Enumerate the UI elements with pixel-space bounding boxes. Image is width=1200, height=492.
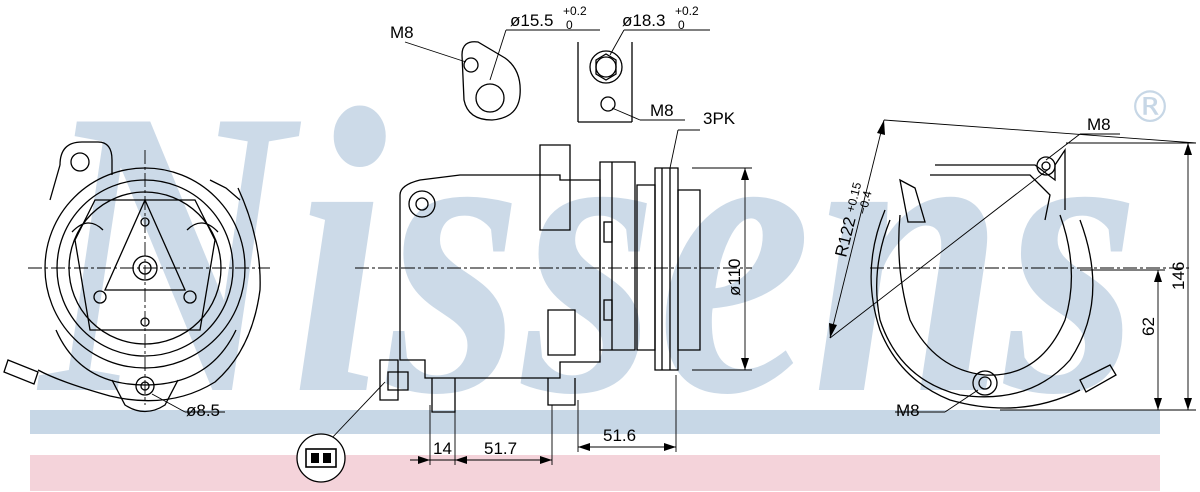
height-146-label: 146 bbox=[1169, 262, 1188, 290]
center-side-view bbox=[329, 129, 752, 465]
bolt-m8-top-label: M8 bbox=[390, 23, 414, 42]
hole-18-3-label: ø18.3 bbox=[622, 11, 665, 30]
hole-15-5-label: ø15.5 bbox=[510, 11, 553, 30]
brand-stripe-blue bbox=[30, 410, 1160, 434]
bolt-m8-mid-label: M8 bbox=[650, 101, 674, 120]
registered-mark: ® bbox=[1128, 82, 1172, 133]
hole-18-3-tol-lower: 0 bbox=[678, 18, 685, 32]
brand-stripe-pink bbox=[30, 455, 1160, 491]
hole-8-5-label: ø8.5 bbox=[186, 401, 220, 420]
left-front-view bbox=[3, 141, 270, 413]
bolt-m8-right-bottom-label: M8 bbox=[896, 401, 920, 420]
radius-tol-lower: −0.4 bbox=[855, 189, 874, 216]
pulley-diameter-label: ø110 bbox=[725, 259, 744, 297]
height-62-label: 62 bbox=[1139, 317, 1158, 336]
brand-watermark: Nissens ® bbox=[30, 25, 1172, 491]
top-bracket-detail bbox=[404, 29, 710, 123]
dim-14-label: 14 bbox=[433, 439, 452, 458]
hole-15-5-tol-lower: 0 bbox=[566, 18, 573, 32]
hole-18-3-tol-upper: +0.2 bbox=[675, 4, 699, 18]
electrical-connector-icon bbox=[296, 433, 346, 483]
right-rear-view bbox=[829, 119, 1197, 413]
dim-51-7-label: 51.7 bbox=[484, 439, 517, 458]
pulley-type-label: 3PK bbox=[703, 109, 736, 128]
dim-51-6-label: 51.6 bbox=[603, 426, 636, 445]
hole-15-5-tol-upper: +0.2 bbox=[563, 4, 587, 18]
bolt-m8-right-top-label: M8 bbox=[1087, 115, 1111, 134]
